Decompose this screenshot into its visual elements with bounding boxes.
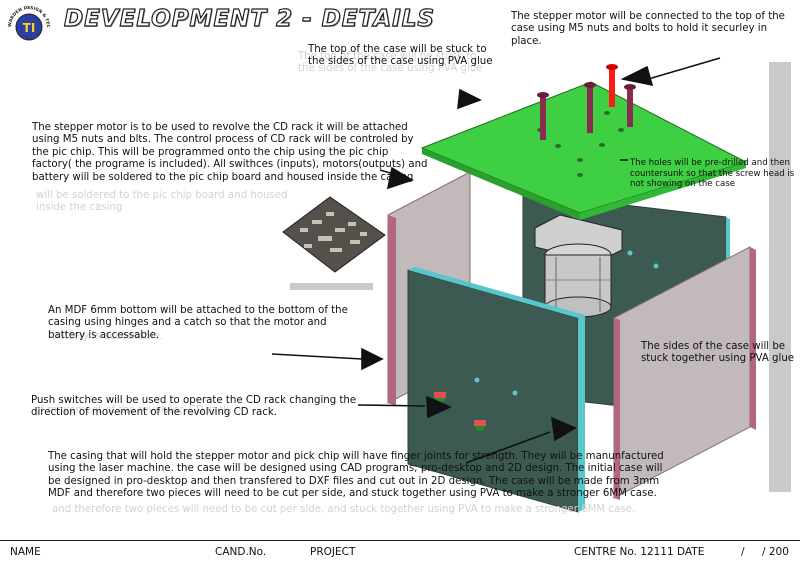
footer-project: PROJECT [310, 546, 356, 558]
m5-bolts [537, 64, 636, 140]
footer-pages: / 200 [762, 546, 789, 558]
pic-chip-board [282, 196, 386, 273]
note-mdf-bottom: An MDF 6mm bottom will be attached to th… [48, 305, 348, 341]
svg-text:TI: TI [23, 21, 36, 35]
grey-bar [769, 62, 791, 492]
push-switch-1 [434, 392, 446, 403]
note-motor-cd: The stepper motor is to be used to revol… [32, 122, 428, 183]
highlighted-bolt [609, 67, 615, 107]
top-panel [420, 81, 748, 220]
note-casing: The casing that will hold the stepper mo… [48, 451, 664, 500]
grey-strip [290, 283, 373, 290]
arrows [271, 57, 721, 464]
push-switch-2 [474, 420, 486, 431]
note-holes: The holes will be pre-drilled and then c… [630, 158, 795, 190]
footer-centre: CENTRE No. 12111 DATE [574, 546, 705, 558]
note-sides: The sides of the case will be stuck toge… [641, 341, 795, 365]
page-title: DEVELOPMENT 2 - DETAILS [63, 5, 435, 32]
note-stepper-top: The stepper motor will be connected to t… [511, 11, 785, 47]
footer-name: NAME [10, 546, 41, 558]
note-push-switches: Push switches will be used to operate th… [31, 395, 357, 419]
footer-bar: NAME CAND.No. PROJECT CENTRE No. 12111 D… [0, 540, 800, 562]
school-logo: TI WARDEN DESIGN & TECHNOLOGY [6, 4, 51, 41]
footer-cand: CAND.No. [215, 546, 267, 558]
footer-slash: / [741, 546, 745, 558]
right-side-panel [613, 246, 756, 500]
note-top-case: The top of the case will be stuck to the… [308, 44, 493, 68]
front-panel [407, 267, 585, 513]
